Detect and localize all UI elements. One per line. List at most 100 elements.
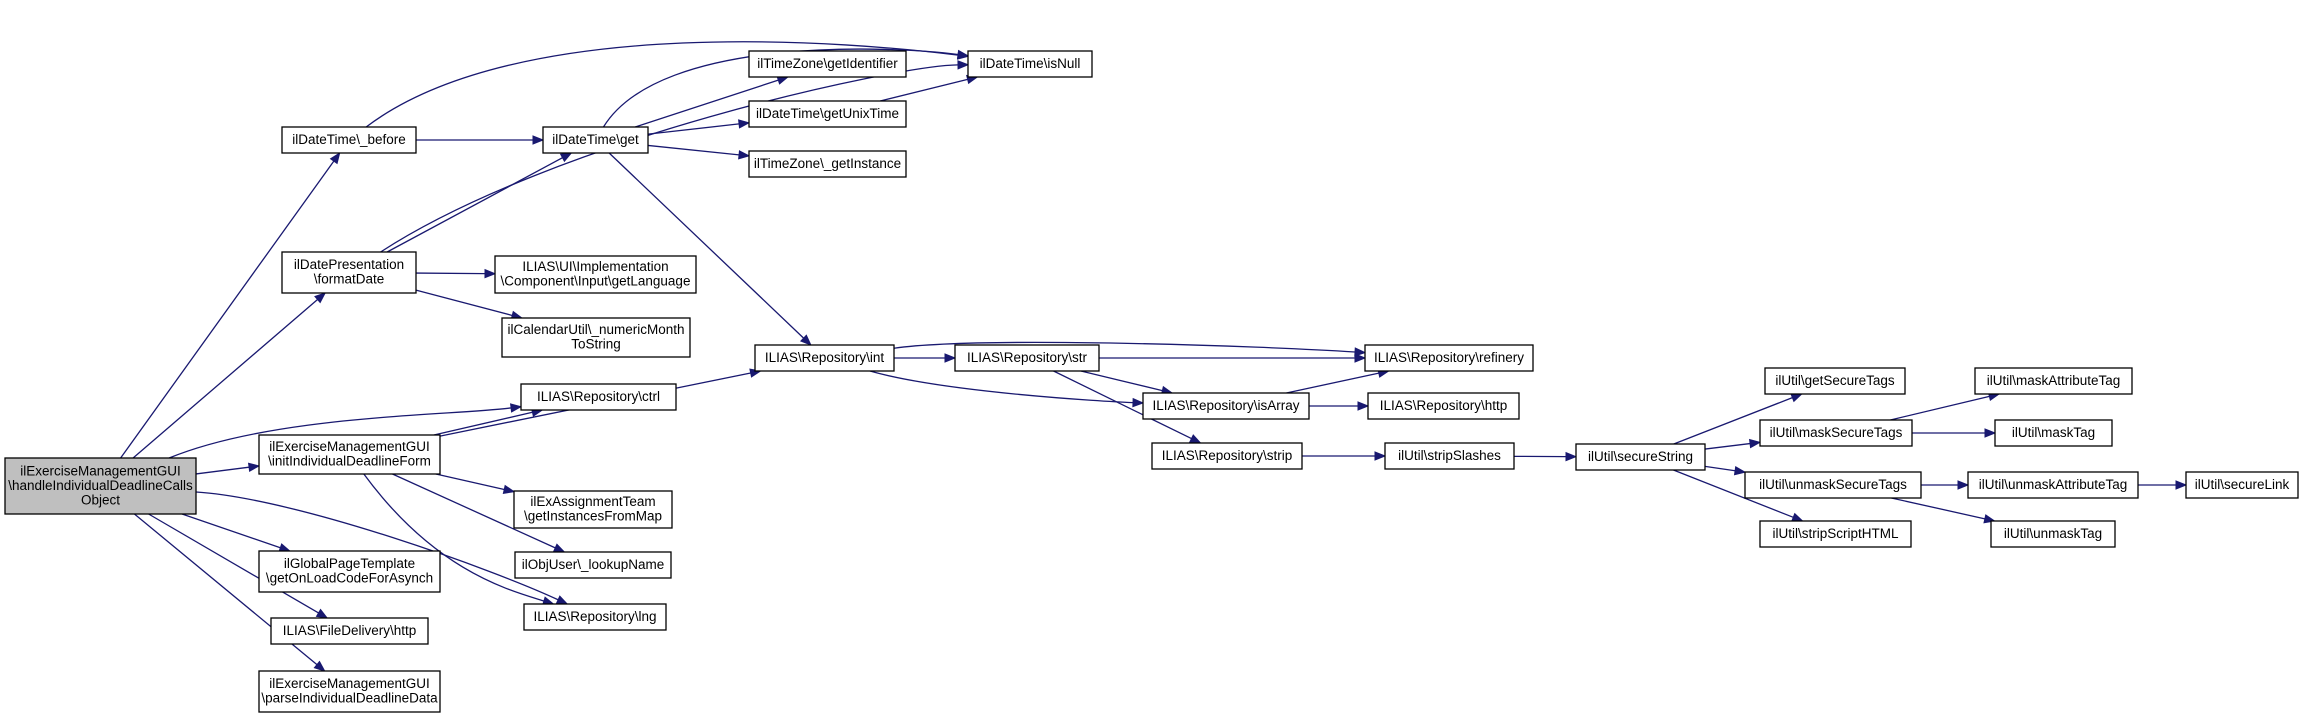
node-tz-getid[interactable]: ilTimeZone\getIdentifier [748,50,907,78]
node-box [1974,367,2133,395]
node-parse-data[interactable]: ilExerciseManagementGUI\parseIndividualD… [258,670,441,713]
edge-repo_isarray-to-repo_refinery [1286,372,1379,394]
edge-arrowhead [1749,438,1762,449]
edge-arrowhead [1957,480,1970,490]
node-repo-http[interactable]: ILIAS\Repository\http [1367,392,1520,420]
node-repo-isarray[interactable]: ILIAS\Repository\isArray [1142,392,1310,420]
node-init-form[interactable]: ilExerciseManagementGUI\initIndividualDe… [258,434,441,475]
node-label-line: \handleIndividualDeadlineCalls [8,478,193,493]
edge-arrowhead [314,292,327,304]
node-box [513,490,673,529]
node-label-line: ILIAS\Repository\http [1380,398,1508,413]
node-u-stripscript[interactable]: ilUtil\stripScriptHTML [1759,520,1912,548]
node-u-getsecuretags[interactable]: ilUtil\getSecureTags [1764,367,1906,395]
node-label-line: ilUtil\unmaskSecureTags [1759,477,1907,492]
node-u-maskattr[interactable]: ilUtil\maskAttributeTag [1974,367,2133,395]
node-dt-before[interactable]: ilDateTime\_before [281,126,417,154]
node-dt-unix[interactable]: ilDateTime\getUnixTime [748,100,907,128]
node-repo-str[interactable]: ILIAS\Repository\str [954,344,1100,372]
edge-arrowhead [1790,393,1803,403]
node-u-stripslashes[interactable]: ilUtil\stripSlashes [1384,442,1515,470]
node-u-masksecuretags[interactable]: ilUtil\maskSecureTags [1759,419,1913,447]
node-dt-isnull[interactable]: ilDateTime\isNull [967,50,1093,78]
node-obj-lookup[interactable]: ilObjUser\_lookupName [514,551,672,579]
edge-init_form-to-repo_ctrl [433,411,533,436]
edge-root-to-fd_http [148,513,319,614]
node-u-securelink[interactable]: ilUtil\secureLink [2185,471,2299,499]
node-box [1990,520,2116,548]
edge-arrowhead [1354,347,1367,357]
node-box [270,617,429,645]
edge-repo_str-to-repo_isarray [1080,370,1163,392]
node-box [258,550,441,593]
node-box [2185,471,2299,499]
edge-root-to-repo_lng [195,491,559,601]
node-label-line: \parseIndividualDeadlineData [261,691,438,706]
node-box [542,126,649,154]
node-u-unmaskattr[interactable]: ilUtil\unmaskAttributeTag [1967,471,2139,499]
edge-u_securestring-to-u_stripscript [1673,469,1794,518]
edge-arrowhead [315,608,329,619]
edge-dp_format-to-dt_get [386,157,563,253]
node-repo-int[interactable]: ILIAS\Repository\int [754,344,895,372]
node-label-line: ilDateTime\isNull [980,56,1081,71]
edge-u_securestring-to-u_masksecuretags [1704,442,1751,450]
node-label-line: \Component\Input\getLanguage [501,274,691,289]
edge-u_securestring-to-u_getsecuretags [1673,397,1793,445]
edge-arrowhead [1188,434,1202,444]
node-box [1967,471,2139,499]
node-u-masktag[interactable]: ilUtil\maskTag [1994,419,2113,447]
node-box [4,457,197,515]
node-box [748,150,907,178]
node-label-line: \getOnLoadCodeForAsynch [266,571,433,586]
node-fd-http[interactable]: ILIAS\FileDelivery\http [270,617,429,645]
node-box [1759,520,1912,548]
node-repo-lng[interactable]: ILIAS\Repository\lng [523,603,667,631]
node-label-line: ILIAS\UI\Implementation [522,259,668,274]
edge-arrowhead [1354,353,1367,363]
node-label-line: ilUtil\getSecureTags [1775,373,1895,388]
node-page-tpl[interactable]: ilGlobalPageTemplate\getOnLoadCodeForAsy… [258,550,441,593]
node-box [754,344,895,372]
node-box [281,126,417,154]
edge-dp_format-to-ui_lang [415,272,486,275]
edge-arrowhead [1984,428,1997,438]
edge-arrowhead [247,462,261,472]
node-tz-inst[interactable]: ilTimeZone\_getInstance [748,150,907,178]
edge-init_form-to-obj_lookup [392,473,556,549]
node-box [1994,419,2113,447]
node-team-map[interactable]: ilExAssignmentTeam\getInstancesFromMap [513,490,673,529]
node-box [967,50,1093,78]
edge-arrowhead [1357,401,1370,411]
edge-arrowhead [738,150,751,160]
edge-arrowhead [1374,451,1387,461]
node-u-unmasksecuretags[interactable]: ilUtil\unmaskSecureTags [1744,471,1922,499]
node-label-line: ilExAssignmentTeam [530,494,655,509]
node-repo-refinery[interactable]: ILIAS\Repository\refinery [1364,344,1534,372]
node-label-line: \getInstancesFromMap [524,509,662,524]
node-u-securestring[interactable]: ilUtil\secureString [1575,443,1706,471]
node-label-line: ilUtil\maskAttributeTag [1987,373,2121,388]
node-label-line: ilUtil\stripScriptHTML [1772,526,1899,541]
node-root[interactable]: ilExerciseManagementGUI\handleIndividual… [4,457,197,515]
node-label-line: ILIAS\Repository\str [967,350,1088,365]
edge-root-to-init_form [195,466,250,475]
node-dt-get[interactable]: ilDateTime\get [542,126,649,154]
node-repo-ctrl[interactable]: ILIAS\Repository\ctrl [520,383,677,411]
node-label-line: ILIAS\Repository\lng [533,609,656,624]
nodes-layer: ilExerciseManagementGUI\handleIndividual… [4,50,2299,713]
node-label-line: Object [81,492,120,507]
node-box [1759,419,1913,447]
edge-arrowhead [956,49,970,60]
node-label-line: ilCalendarUtil\_numericMonth [507,322,684,337]
node-repo-strip[interactable]: ILIAS\Repository\strip [1151,442,1303,470]
node-label-line: ilDateTime\get [552,132,639,147]
edge-arrowhead [1565,451,1578,462]
node-u-unmasktag[interactable]: ilUtil\unmaskTag [1990,520,2116,548]
edge-arrowhead [559,152,573,163]
node-ui-lang[interactable]: ILIAS\UI\Implementation\Component\Input\… [494,255,697,294]
edge-arrowhead [2175,480,2188,490]
node-dp-format[interactable]: ilDatePresentation\formatDate [281,251,417,294]
node-label-line: ILIAS\Repository\refinery [1374,350,1524,365]
